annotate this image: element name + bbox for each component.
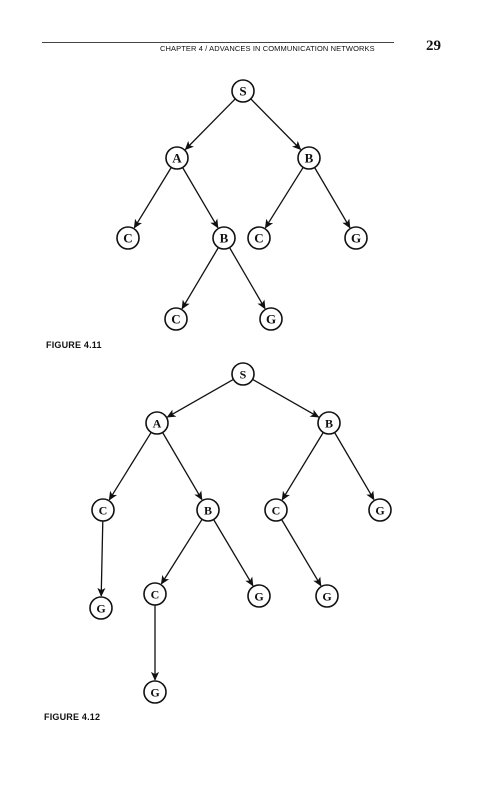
node-label: G [254, 589, 263, 603]
edge-b1-to-c2 [281, 432, 324, 501]
node-label: C [171, 312, 180, 327]
node-s: S [231, 79, 255, 103]
node-g4: G [315, 584, 339, 608]
node-c1: C [91, 498, 115, 522]
edge-b2-to-c3 [160, 518, 203, 585]
node-a: A [165, 146, 189, 170]
edge-c1-to-g3 [97, 520, 106, 597]
node-label: B [204, 503, 212, 517]
node-circle [264, 498, 288, 522]
node-circle [143, 680, 167, 704]
node-circle [315, 584, 339, 608]
edge-c2-to-g4 [281, 519, 322, 587]
node-circle [317, 411, 341, 435]
node-label: C [272, 503, 281, 517]
node-label: G [322, 589, 331, 603]
node-b1: B [317, 411, 341, 435]
figure-4-11-caption: FIGURE 4.11 [46, 340, 102, 350]
edge-b2-to-g2 [228, 247, 266, 310]
node-circle [89, 596, 113, 620]
node-c2: C [264, 498, 288, 522]
node-circle [247, 584, 271, 608]
node-circle [91, 498, 115, 522]
node-c3: C [143, 582, 167, 606]
node-b2: B [212, 226, 236, 250]
node-g2: G [247, 584, 271, 608]
node-label: S [239, 84, 246, 99]
node-circle [145, 411, 169, 435]
node-label: C [151, 587, 160, 601]
node-circle [368, 498, 392, 522]
node-circle [116, 226, 140, 250]
edge-b2-to-g2 [213, 519, 254, 587]
node-label: G [96, 601, 105, 615]
node-label: G [150, 685, 159, 699]
node-circle [231, 79, 255, 103]
node-c3: C [164, 307, 188, 331]
node-circle [143, 582, 167, 606]
node-circle [297, 146, 321, 170]
edge-b2-to-c3 [181, 247, 219, 310]
node-b2: B [196, 498, 220, 522]
running-head: CHAPTER 4 / ADVANCES IN COMMUNICATION NE… [160, 44, 375, 53]
node-s: S [231, 362, 255, 386]
edge-s-to-a [184, 98, 236, 151]
node-circle [165, 146, 189, 170]
node-circle [196, 498, 220, 522]
node-b1: B [297, 146, 321, 170]
node-g1: G [344, 226, 368, 250]
page-number: 29 [426, 38, 441, 54]
node-circle [344, 226, 368, 250]
node-c1: C [116, 226, 140, 250]
node-label: G [351, 231, 361, 246]
node-circle [259, 307, 283, 331]
node-circle [231, 362, 255, 386]
node-label: G [266, 312, 276, 327]
node-label: C [254, 231, 263, 246]
node-g5: G [143, 680, 167, 704]
node-a: A [145, 411, 169, 435]
node-label: A [172, 151, 182, 166]
figure-4-12-caption: FIGURE 4.12 [44, 712, 101, 722]
node-c2: C [247, 226, 271, 250]
node-g3: G [89, 596, 113, 620]
node-label: S [240, 367, 247, 381]
node-label: B [305, 151, 314, 166]
edge-a-to-c1 [133, 167, 172, 229]
edge-s-to-a [166, 378, 234, 418]
node-label: G [375, 503, 384, 517]
edge-a-to-b2 [182, 167, 219, 229]
node-circle [164, 307, 188, 331]
edge-s-to-b1 [250, 98, 302, 151]
node-label: C [99, 503, 108, 517]
node-label: B [220, 231, 229, 246]
edge-s-to-b1 [252, 378, 320, 418]
node-label: A [153, 416, 162, 430]
edge-a-to-c1 [108, 431, 152, 501]
node-g1: G [368, 498, 392, 522]
node-label: B [325, 416, 333, 430]
edge-b1-to-g1 [314, 167, 351, 229]
node-circle [212, 226, 236, 250]
edge-a-to-b2 [162, 432, 203, 501]
edge-b1-to-g1 [334, 432, 375, 501]
node-label: C [123, 231, 132, 246]
edge-b1-to-c2 [264, 166, 304, 229]
node-g2: G [259, 307, 283, 331]
node-circle [247, 226, 271, 250]
header-rule [42, 42, 394, 43]
